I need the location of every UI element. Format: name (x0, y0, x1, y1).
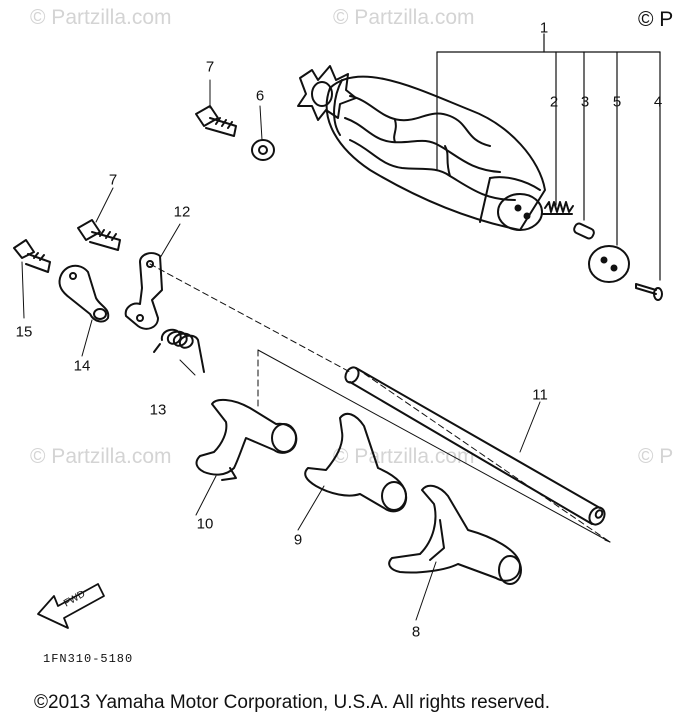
watermark: © Partzilla.com (333, 6, 475, 29)
watermark: © Partzilla.com (333, 445, 475, 468)
callout-11: 11 (532, 386, 548, 404)
drum-spring (542, 201, 574, 215)
bolt-lower (77, 219, 121, 251)
washer (251, 139, 275, 161)
callout-7-lower: 7 (108, 171, 118, 189)
callout-13: 13 (149, 401, 167, 419)
callout-12: 12 (173, 203, 191, 221)
shift-lever (124, 252, 163, 330)
callout-6: 6 (255, 87, 265, 105)
bolt-upper (195, 105, 237, 137)
watermark: © P (638, 445, 674, 468)
shift-fork-8 (388, 484, 522, 585)
watermark: © Partzilla.com (30, 445, 172, 468)
bolt-15 (13, 239, 51, 273)
copyright-notice: ©2013 Yamaha Motor Corporation, U.S.A. A… (34, 692, 550, 713)
shift-fork-9 (304, 412, 408, 513)
callout-4: 4 (653, 93, 663, 111)
callout-5: 5 (612, 93, 622, 111)
drum-pin (573, 222, 595, 240)
alignment-lines (149, 263, 611, 543)
leader-bracket-1 (436, 33, 661, 281)
shift-fork-10 (195, 398, 298, 481)
drum-plate (588, 245, 630, 283)
shift-shaft (344, 366, 606, 526)
callout-8: 8 (411, 623, 421, 641)
torsion-spring (153, 328, 205, 373)
watermark: © P (638, 8, 674, 31)
callout-3: 3 (580, 93, 590, 111)
callout-9: 9 (293, 531, 303, 549)
fwd-arrow-icon (37, 583, 105, 629)
drum-screw (635, 283, 663, 301)
stopper-lever (58, 264, 110, 323)
callout-2: 2 (549, 93, 559, 111)
callout-7-upper: 7 (205, 58, 215, 76)
callout-10: 10 (196, 515, 214, 533)
diagram-code: 1FN310-5180 (43, 652, 134, 666)
leader-lines (21, 79, 611, 621)
shift-drum (297, 65, 546, 231)
callout-1: 1 (539, 19, 549, 37)
callout-15: 15 (15, 323, 33, 341)
callout-14: 14 (73, 357, 91, 375)
watermark: © Partzilla.com (30, 6, 172, 29)
